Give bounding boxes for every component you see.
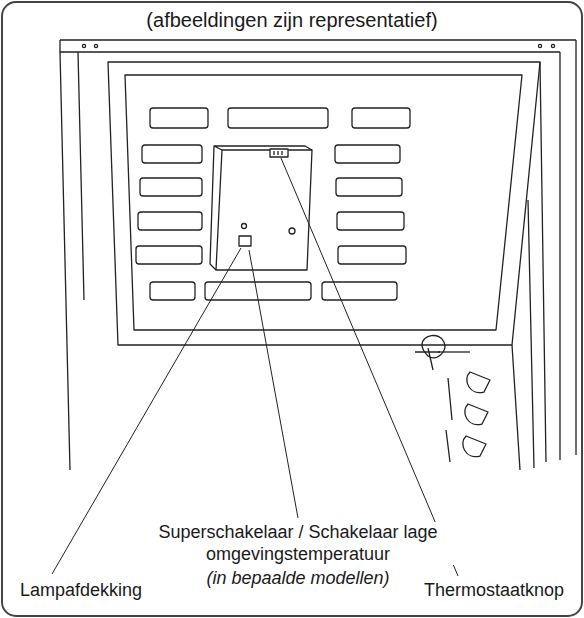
part-label: Lampafdekking bbox=[18, 580, 144, 602]
label-holder: (in bepaalde modellen) bbox=[204, 568, 391, 590]
label-holder: Superschakelaar / Schakelaar lage omgevi… bbox=[116, 522, 480, 565]
label-holder: Lampafdekking bbox=[18, 580, 144, 602]
leader-lines bbox=[52, 158, 458, 576]
part-label: Superschakelaar / Schakelaar lage omgevi… bbox=[116, 522, 480, 565]
leader-line bbox=[281, 158, 458, 576]
cabinet-drawing bbox=[60, 40, 576, 470]
part-label: Thermostaatknop bbox=[422, 580, 566, 602]
leader-line bbox=[249, 250, 298, 518]
note-label: (in bepaalde modellen) bbox=[204, 568, 391, 590]
label-holder: (afbeeldingen zijn representatief) bbox=[144, 8, 439, 32]
label-holder: Thermostaatknop bbox=[422, 580, 566, 602]
figure-title: (afbeeldingen zijn representatief) bbox=[144, 8, 439, 32]
